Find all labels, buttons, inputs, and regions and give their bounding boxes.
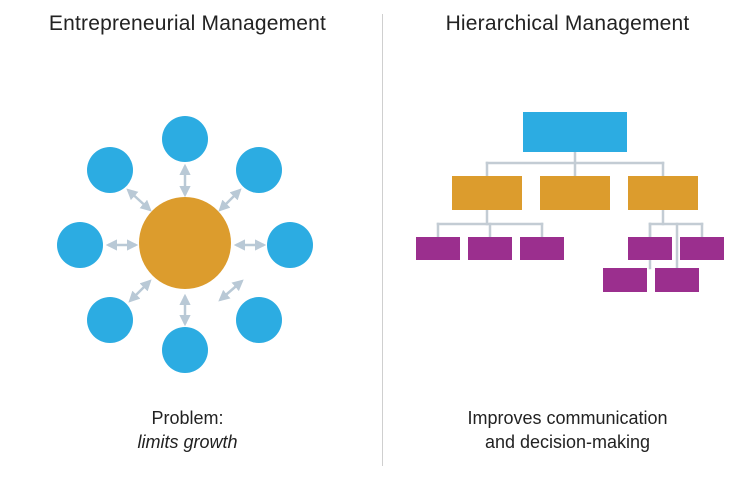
bottom-box-2: [468, 237, 512, 260]
middle-box-3: [628, 176, 698, 210]
hierarchical-diagram: [416, 112, 724, 292]
spoke-arrow-bottom-right: [218, 279, 244, 302]
caption-problem-label: Problem:: [151, 408, 224, 428]
caption-benefit-line2: and decision-making: [484, 432, 651, 452]
panel-divider: [382, 14, 383, 466]
outer-node-bottom-left: [87, 297, 133, 343]
bottom-box-3: [520, 237, 564, 260]
middle-box-1: [452, 176, 522, 210]
hierarchical-caption: Improves communication and decision-maki…: [385, 406, 750, 454]
entrepreneurial-title: Entrepreneurial Management: [48, 12, 327, 35]
spoke-arrow-bottom-left: [128, 279, 152, 303]
bottom-box-6: [603, 268, 647, 292]
outer-node-top-right: [236, 147, 282, 193]
caption-benefit-line1: Improves communication: [467, 408, 668, 428]
caption-problem-text: limits growth: [137, 432, 238, 452]
outer-node-top: [162, 116, 208, 162]
hierarchical-title: Hierarchical Management: [445, 12, 690, 35]
outer-node-top-left: [87, 147, 133, 193]
bottom-box-7: [655, 268, 699, 292]
outer-node-bottom-right: [236, 297, 282, 343]
outer-node-bottom: [162, 327, 208, 373]
center-node: [139, 197, 231, 289]
spoke-arrow-top-right: [218, 188, 242, 212]
entrepreneurial-caption: Problem: limits growth: [0, 406, 375, 454]
middle-boxes: [452, 176, 698, 210]
bottom-boxes: [416, 237, 724, 292]
spoke-arrows: [105, 163, 267, 327]
spoke-arrow-top-left: [126, 188, 152, 212]
middle-box-2: [540, 176, 610, 210]
outer-nodes: [57, 116, 313, 373]
entrepreneurial-diagram: [57, 116, 313, 373]
outer-node-left: [57, 222, 103, 268]
bottom-box-1: [416, 237, 460, 260]
outer-node-right: [267, 222, 313, 268]
bottom-box-4: [628, 237, 672, 260]
top-box: [523, 112, 627, 152]
bottom-box-5: [680, 237, 724, 260]
